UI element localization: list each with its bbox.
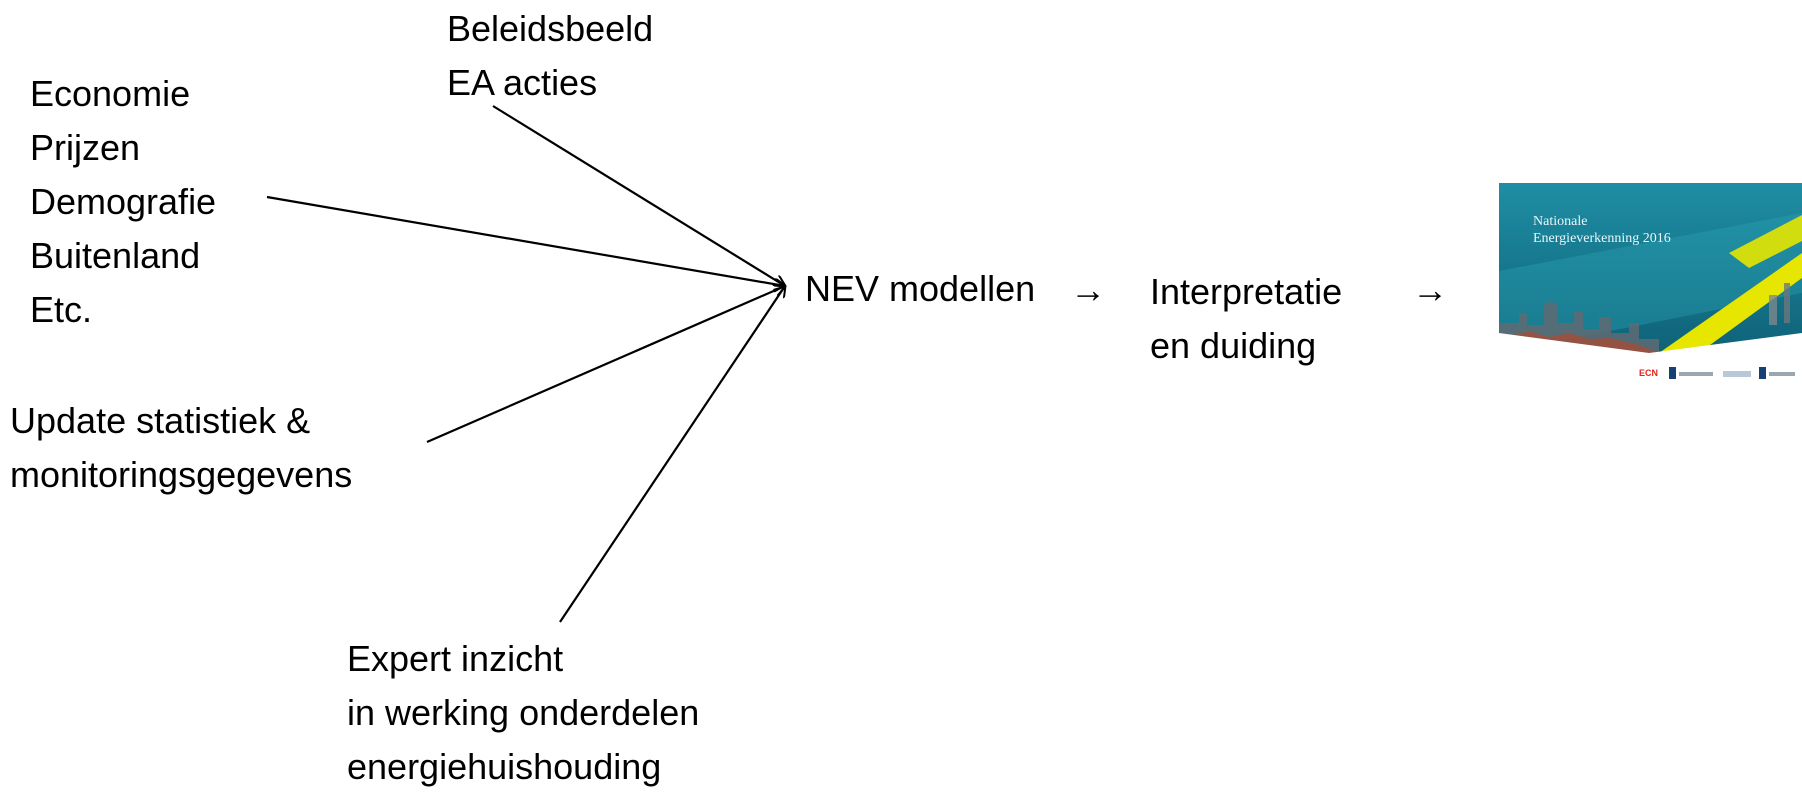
economic-inputs: Economie Prijzen Demografie Buitenland E…: [30, 67, 216, 337]
interpretation-line: Interpretatie: [1150, 271, 1343, 312]
statistics-input-line: monitoringsgegevens: [10, 454, 353, 495]
economic-input-line: Buitenland: [30, 235, 201, 276]
cover-image: Nationale Energieverkenning 2016: [1499, 183, 1802, 353]
cover-title-line: Energieverkenning 2016: [1533, 231, 1671, 246]
economic-input-line: Economie: [30, 73, 191, 114]
ministry-name-icon: [1769, 372, 1795, 376]
nev-models-label: NEV modellen: [805, 268, 1036, 309]
arrow-from-statistics: [426, 286, 785, 444]
economic-input-line: Prijzen: [30, 127, 141, 168]
statistics-input-line: Update statistiek &: [10, 400, 311, 441]
expert-inputs: Expert inzicht in werking onderdelen ene…: [347, 632, 699, 794]
cover-title: Nationale Energieverkenning 2016: [1533, 213, 1671, 247]
arrow-from-policy: [492, 105, 785, 286]
economic-input-line: Etc.: [30, 289, 93, 330]
report-cover-thumbnail: Nationale Energieverkenning 2016 ECN: [1499, 183, 1802, 419]
arrow-right-icon: →: [1412, 269, 1448, 310]
economic-input-line: Demografie: [30, 181, 217, 222]
policy-input-line: Beleidsbeeld: [447, 8, 654, 49]
cover-bottom-wedge: [1499, 333, 1802, 363]
arrow-from-economy: [266, 195, 785, 286]
ministry-logo-icon: [1669, 367, 1676, 379]
interpretation-line: en duiding: [1150, 325, 1317, 366]
interpretation-label: Interpretatie en duiding: [1150, 265, 1342, 373]
cover-title-line: Nationale: [1533, 214, 1588, 229]
arrow-right-icon: →: [1070, 269, 1106, 310]
pbl-logo-icon: [1723, 371, 1751, 377]
arrow-from-expert: [559, 286, 785, 623]
expert-input-line: Expert inzicht: [347, 638, 564, 679]
expert-input-line: energiehuishouding: [347, 746, 662, 787]
partner-logos: ECN: [1639, 367, 1799, 381]
expert-input-line: in werking onderdelen: [347, 692, 700, 733]
policy-input-line: EA acties: [447, 62, 598, 103]
ministry-logo-icon: [1759, 367, 1766, 379]
policy-inputs: Beleidsbeeld EA acties: [447, 2, 653, 110]
statistics-inputs: Update statistiek & monitoringsgegevens: [10, 394, 352, 502]
ecn-logo: ECN: [1639, 368, 1659, 378]
cover-artwork: [1499, 213, 1802, 353]
ministry-name-icon: [1679, 372, 1713, 376]
